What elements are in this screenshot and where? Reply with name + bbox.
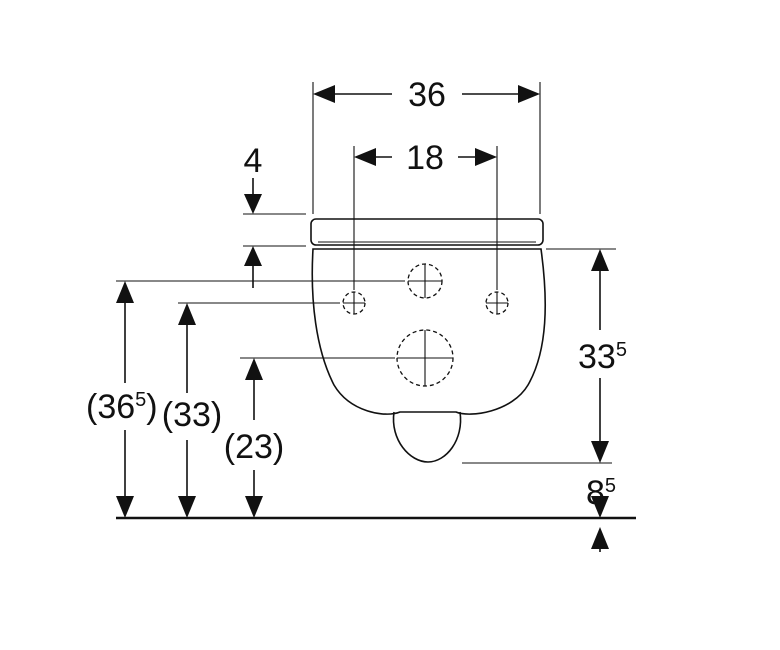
dimension-height-top: (365) (86, 281, 158, 518)
toilet-bowl (311, 248, 546, 415)
dimension-bottom-offset: 85 (586, 474, 616, 552)
dimension-label-23-paren: (23) (224, 428, 284, 466)
dimension-fixing-spacing: 18 (353, 139, 498, 290)
dimension-label-33-paren: (33) (162, 396, 222, 434)
dimension-label-36-5: (365) (86, 388, 158, 426)
dimension-label-4: 4 (244, 142, 263, 180)
dimension-label-33-5: 335 (578, 338, 627, 376)
dimension-height-fixing: (33) (162, 303, 222, 518)
dimension-bowl-height: 335 (578, 249, 627, 463)
dimension-label-36: 36 (408, 76, 446, 114)
toilet-outline (310, 218, 546, 463)
dimension-height-outlet: (23) (224, 358, 284, 518)
dimension-overall-width: 36 (312, 76, 541, 214)
dimension-label-8-5: 85 (586, 474, 616, 512)
outlet-spigot (392, 411, 462, 463)
extension-lines (116, 248, 616, 464)
toilet-seat (310, 218, 544, 246)
dimension-seat-height: 4 (243, 142, 306, 288)
dimension-label-18: 18 (406, 139, 444, 177)
fixing-points (342, 263, 509, 387)
